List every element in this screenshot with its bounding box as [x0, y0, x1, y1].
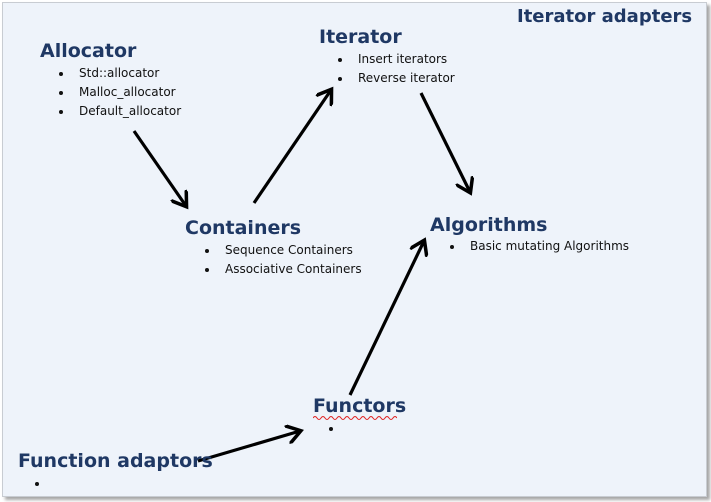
function-adaptors-title: Function adaptors: [18, 450, 213, 472]
function-adaptors-node: Function adaptors: [18, 450, 213, 472]
functors-title: Functors: [313, 395, 407, 417]
containers-node: Containers Sequence Containers Associati…: [185, 217, 362, 279]
function-adaptors-empty-bullet: [35, 482, 39, 486]
functors-node: Functors: [313, 395, 406, 417]
arrow-functors-to-algorithms: [348, 241, 424, 396]
iterator-title: Iterator: [319, 26, 402, 48]
allocator-title: Allocator: [40, 40, 137, 62]
list-item: Malloc_allocator: [55, 83, 181, 102]
allocator-list: Std::allocator Malloc_allocator Default_…: [55, 64, 181, 121]
slide-background: [2, 2, 707, 497]
list-item: Insert iterators: [334, 50, 455, 69]
containers-list: Sequence Containers Associative Containe…: [201, 241, 362, 279]
iterator-adapters-title: Iterator adapters: [517, 6, 693, 27]
arrow-iterator-to-algorithms: [419, 92, 470, 192]
list-item: Default_allocator: [55, 102, 181, 121]
allocator-node: Allocator Std::allocator Malloc_allocato…: [40, 40, 181, 121]
list-item: Sequence Containers: [201, 241, 362, 260]
algorithms-node: Algorithms Basic mutating Algorithms: [430, 214, 629, 256]
list-item: Associative Containers: [201, 260, 362, 279]
list-item: Reverse iterator: [334, 69, 455, 88]
algorithms-list: Basic mutating Algorithms: [446, 237, 629, 256]
arrow-allocator-to-containers: [132, 130, 186, 206]
containers-title: Containers: [185, 217, 302, 239]
spellcheck-underline: [313, 416, 397, 420]
iterator-list: Insert iterators Reverse iterator: [334, 50, 455, 88]
algorithms-title: Algorithms: [430, 214, 548, 236]
list-item: Basic mutating Algorithms: [446, 237, 629, 256]
arrow-containers-to-iterator: [252, 90, 331, 204]
functors-empty-bullet: [329, 427, 333, 431]
iterator-node: Iterator Insert iterators Reverse iterat…: [319, 26, 455, 88]
list-item: Std::allocator: [55, 64, 181, 83]
arrow-function-adaptors-to-functors: [197, 431, 300, 463]
